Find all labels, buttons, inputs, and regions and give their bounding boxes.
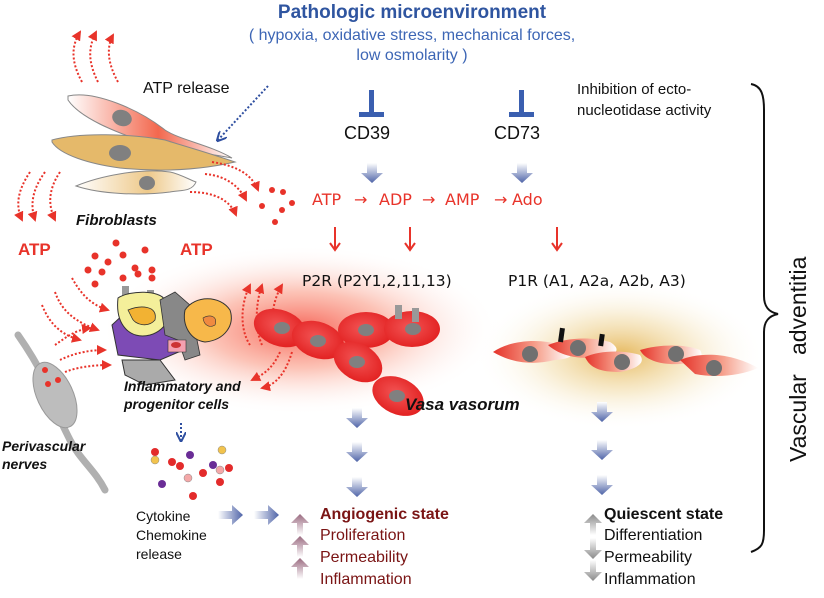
atp-middle-label: ATP: [180, 240, 213, 259]
arrow-up-icon: [291, 558, 309, 579]
vasa-vasorum-cells: [253, 305, 440, 416]
arrow-down-icon: [584, 538, 602, 559]
arrow-down-icon: [584, 560, 602, 581]
arrow-down-icon: [591, 440, 613, 460]
pathway-arrow-3: →: [494, 190, 508, 209]
angiogenic-state-title: Angiogenic state: [320, 506, 449, 523]
inhibition-symbols: [359, 90, 534, 117]
angiogenic-item-inflammation: Inflammation: [320, 571, 412, 588]
blue-dotted-arrows: [181, 85, 269, 440]
perivascular-nerve-illustration: [14, 331, 109, 494]
quiescent-item-differentiation: Differentiation: [604, 527, 703, 544]
arrow-down-icon: [346, 477, 368, 497]
angiogenic-state-arrows: [291, 514, 309, 579]
pathway-step-ado: Ado: [512, 190, 543, 209]
atp-molecule-dots: [84, 187, 295, 288]
fibroblasts-label: Fibroblasts: [76, 212, 157, 229]
pathway-arrow-2: →: [422, 190, 436, 209]
arrow-up-icon: [291, 536, 309, 557]
arrow-right-icon: [218, 505, 243, 525]
adventitia-brace: [750, 83, 779, 553]
arrow-down-icon: [511, 163, 533, 183]
inhibition-label-line2: nucleotidase activity: [577, 102, 712, 119]
arrow-down-icon: [361, 163, 383, 183]
cd73-label: CD73: [494, 123, 541, 143]
quiescent-item-inflammation: Inflammation: [604, 571, 696, 588]
arrow-down-icon: [591, 402, 613, 422]
cytokine-label-line2: Chemokine: [136, 527, 207, 543]
page-title: Pathologic microenvironment: [277, 2, 547, 23]
cd73-inhibitor-icon: [519, 90, 524, 114]
cd39-inhibitor-icon: [369, 90, 374, 114]
cytokine-label-line3: release: [136, 546, 182, 562]
quiescent-item-permeability: Permeability: [604, 549, 693, 566]
cd39-label: CD39: [344, 123, 391, 143]
arrow-up-icon: [584, 514, 602, 535]
quiescent-state-title: Quiescent state: [604, 506, 724, 523]
perivascular-label-line1: Perivascular: [2, 438, 86, 454]
page-subtitle-line2: low osmolarity ): [356, 47, 468, 64]
inflammatory-label-line1: Inflammatory and: [124, 378, 241, 394]
pathway-step-amp: AMP: [445, 190, 480, 209]
p2r-receptor-label: P2R (P2Y1,2,11,13): [302, 272, 452, 290]
quiescent-state-arrows: [584, 514, 602, 581]
gradient-arrows: [218, 163, 613, 525]
pathway-arrow-1: →: [354, 190, 368, 209]
pathway-step-adp: ADP: [379, 190, 412, 209]
pathway-down-arrows: [329, 227, 563, 252]
arrow-down-icon: [591, 475, 613, 495]
vasa-vasorum-label: Vasa vasorum: [405, 395, 520, 414]
cytokine-label-line1: Cytokine: [136, 508, 191, 524]
vascular-adventitia-label: Vascular adventitia: [785, 256, 811, 462]
perivascular-label-line2: nerves: [2, 456, 48, 472]
arrow-down-icon: [346, 408, 368, 428]
p1r-receptor-label: P1R (A1, A2a, A2b, A3): [508, 272, 686, 290]
smooth-muscle-cells: [493, 327, 758, 376]
atp-release-label: ATP release: [143, 80, 230, 97]
arrow-up-icon: [291, 514, 309, 535]
arrow-right-icon: [254, 505, 279, 525]
angiogenic-item-permeability: Permeability: [320, 549, 409, 566]
fibroblasts-illustration: [51, 94, 237, 195]
inflammatory-label-line2: progenitor cells: [124, 396, 230, 412]
cytokine-dots: [150, 445, 233, 500]
atp-left-label: ATP: [18, 240, 51, 259]
page-subtitle-line1: ( hypoxia, oxidative stress, mechanical …: [248, 27, 576, 44]
pathway-step-atp: ATP: [312, 190, 342, 209]
arrow-down-icon: [346, 442, 368, 462]
angiogenic-item-proliferation: Proliferation: [320, 527, 406, 544]
inflammatory-cells-illustration: [111, 286, 232, 386]
inhibition-label-line1: Inhibition of ecto-: [577, 81, 692, 98]
